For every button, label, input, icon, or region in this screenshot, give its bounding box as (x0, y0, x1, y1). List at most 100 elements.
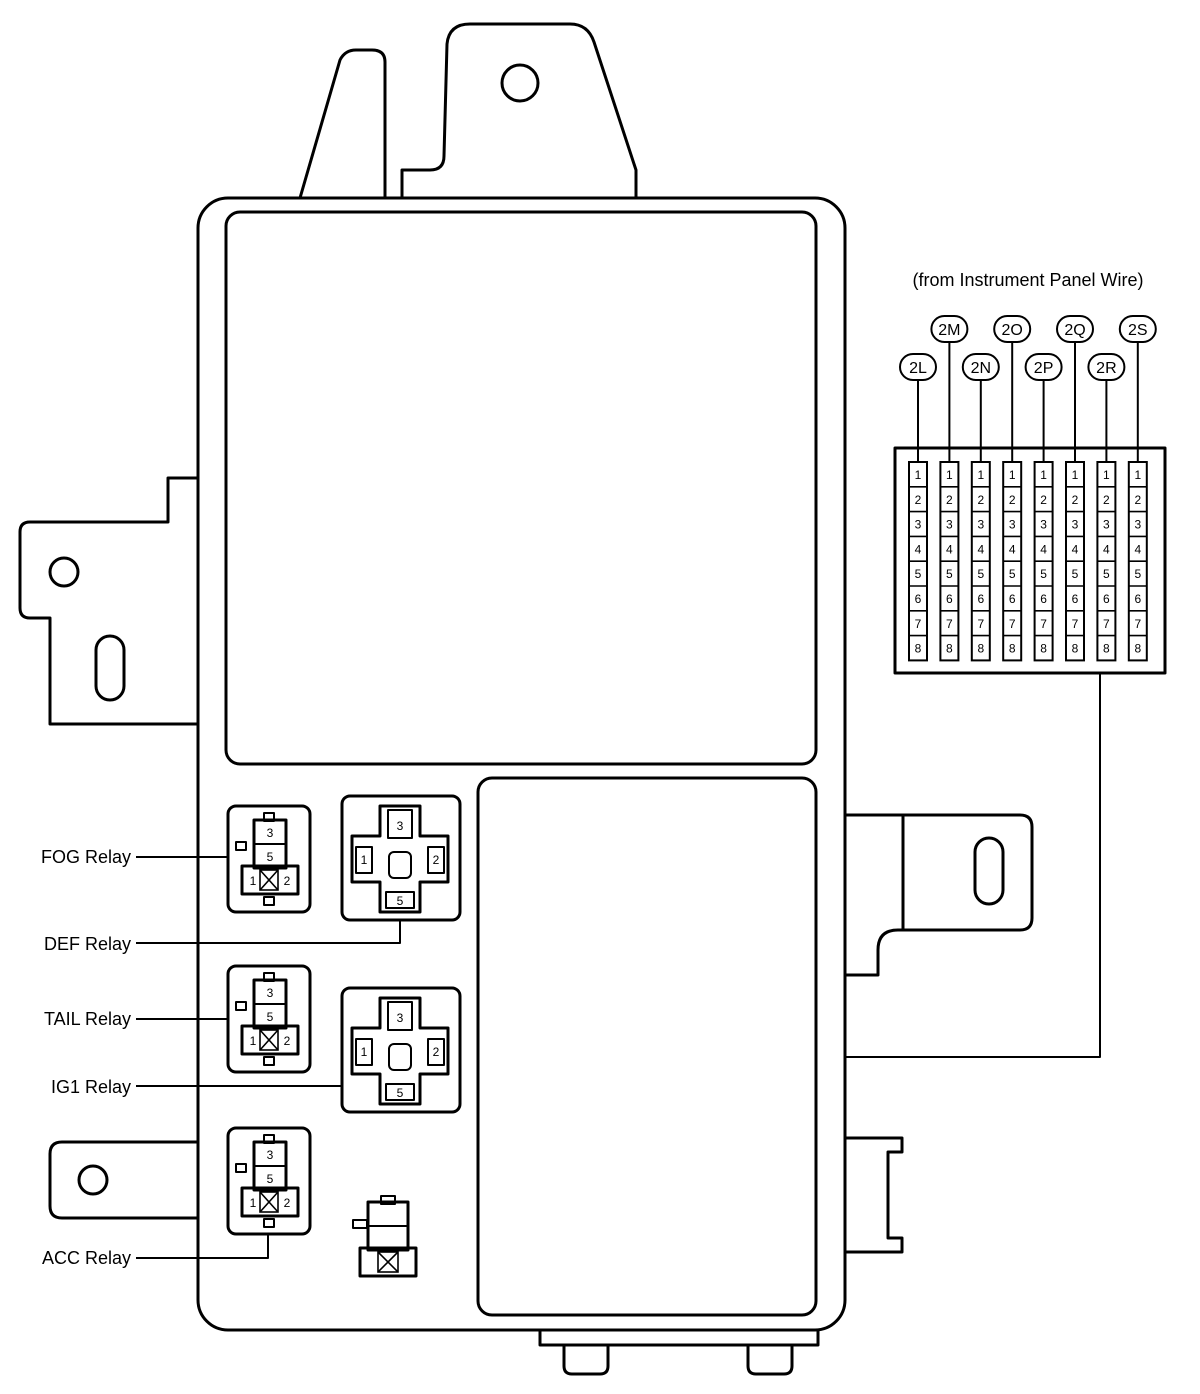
connector-2o-pin-7: 7 (1009, 617, 1016, 631)
connector-2p-pin-3: 3 (1040, 518, 1047, 532)
connector-2s-pin-4: 4 (1134, 542, 1141, 556)
connector-block-leader (845, 673, 1101, 1058)
connector-2r-id: 2R (1096, 360, 1116, 377)
connector-2m-pin-6: 6 (946, 592, 953, 606)
fog-relay-pin-2: 2 (284, 874, 291, 888)
connector-2l-id: 2L (909, 360, 927, 377)
right-clip (843, 1062, 904, 1255)
connector-2n-pin-6: 6 (977, 592, 984, 606)
ig1-relay-pin-2: 2 (433, 1045, 440, 1059)
acc-relay-pin-5: 5 (267, 1172, 274, 1186)
connector-2q-pin-5: 5 (1072, 567, 1079, 581)
connector-2s-badge (1118, 315, 1157, 343)
acc-relay-label: ACC Relay (42, 1248, 131, 1268)
connector-2n-badge (961, 353, 1000, 381)
connector-2l-pin-6: 6 (915, 592, 922, 606)
connector-2q-pin-2: 2 (1072, 493, 1079, 507)
top-left-tab (298, 48, 387, 199)
acc-relay-pin-2: 2 (284, 1196, 291, 1210)
connector-2p-pin-8: 8 (1040, 642, 1047, 656)
connector-2m-pin-5: 5 (946, 567, 953, 581)
ig1-relay-pin-3: 3 (397, 1011, 404, 1025)
connector-2o-id: 2O (1002, 322, 1023, 339)
connector-2p-pin-6: 6 (1040, 592, 1047, 606)
connector-2n-pin-3: 3 (977, 518, 984, 532)
left-upper-bracket (18, 476, 198, 726)
connector-2q-pin-1: 1 (1072, 468, 1079, 482)
left-lower-bracket-hole (77, 1164, 109, 1196)
connector-2p-pin-1: 1 (1040, 468, 1047, 482)
connector-2p-pin-4: 4 (1040, 542, 1047, 556)
connector-2o-pin-1: 1 (1009, 468, 1016, 482)
def-relay-pin-5: 5 (397, 894, 404, 908)
connector-2s-pin-5: 5 (1134, 567, 1141, 581)
connector-2r-pin-4: 4 (1103, 542, 1110, 556)
connector-2p-pin-5: 5 (1040, 567, 1047, 581)
instrument-panel-wire-label: (from Instrument Panel Wire) (912, 270, 1143, 290)
connector-2l-pin-1: 1 (915, 468, 922, 482)
connector-2o-badge (993, 315, 1032, 343)
def-relay-leader (136, 920, 401, 944)
connector-2r-pin-7: 7 (1103, 617, 1110, 631)
connector-2m-pin-8: 8 (946, 642, 953, 656)
tail-relay-pin-1: 1 (250, 1034, 257, 1048)
connector-2n-id: 2N (971, 360, 991, 377)
def-relay-pin-2: 2 (433, 853, 440, 867)
connector-2r-pin-2: 2 (1103, 493, 1110, 507)
connector-2r-pin-6: 6 (1103, 592, 1110, 606)
connector-2l-pin-8: 8 (915, 642, 922, 656)
bottom-right-foot (746, 1345, 794, 1376)
connector-2s-pin-1: 1 (1134, 468, 1141, 482)
top-center-tab (400, 22, 638, 198)
connector-2q-pin-6: 6 (1072, 592, 1079, 606)
connector-2r-pin-8: 8 (1103, 642, 1110, 656)
connector-2n-pin-7: 7 (977, 617, 984, 631)
connector-2q-pin-3: 3 (1072, 518, 1079, 532)
connector-2q-pin-8: 8 (1072, 642, 1079, 656)
connector-2l-badge (899, 353, 937, 381)
connector-2q-badge (1056, 315, 1094, 343)
connector-2m-pin-4: 4 (946, 542, 953, 556)
connector-2o-pin-4: 4 (1009, 542, 1016, 556)
def-relay-label: DEF Relay (44, 934, 131, 954)
connector-2m-pin-2: 2 (946, 493, 953, 507)
connector-2m-pin-1: 1 (946, 468, 953, 482)
right-bracket (845, 813, 1034, 977)
connector-2o-pin-6: 6 (1009, 592, 1016, 606)
tail-relay-pin-2: 2 (284, 1034, 291, 1048)
fog-relay-label: FOG Relay (41, 847, 131, 867)
connector-2o-pin-5: 5 (1009, 567, 1016, 581)
connector-2p-badge (1024, 353, 1063, 381)
left-lower-bracket (48, 1140, 198, 1220)
connector-2m-id: 2M (938, 322, 960, 339)
connector-2s-id: 2S (1128, 322, 1148, 339)
connector-2n-pin-2: 2 (977, 493, 984, 507)
ig1-relay: 3 1 2 5 (340, 986, 462, 1114)
right-bracket-slot (973, 836, 1005, 906)
bottom-left-foot (562, 1345, 610, 1376)
connector-2l-pin-5: 5 (915, 567, 922, 581)
connector-2o-pin-2: 2 (1009, 493, 1016, 507)
top-tab-hole (500, 63, 540, 103)
connector-2l-pin-4: 4 (915, 542, 922, 556)
def-relay-pin-3: 3 (397, 819, 404, 833)
connector-2s-pin-6: 6 (1134, 592, 1141, 606)
left-bracket-hole (48, 556, 80, 588)
connector-2n-pin-5: 5 (977, 567, 984, 581)
acc-relay-leader (136, 1234, 269, 1259)
def-relay: 3 1 2 5 (340, 794, 462, 922)
left-bracket-slot (94, 634, 126, 702)
tail-relay-label: TAIL Relay (44, 1009, 131, 1029)
connector-2l-pin-2: 2 (915, 493, 922, 507)
fog-relay: 3 5 1 2 (226, 804, 312, 914)
fog-relay-pin-5: 5 (267, 850, 274, 864)
connector-2n-pin-4: 4 (977, 542, 984, 556)
connector-2s-pin-3: 3 (1134, 518, 1141, 532)
